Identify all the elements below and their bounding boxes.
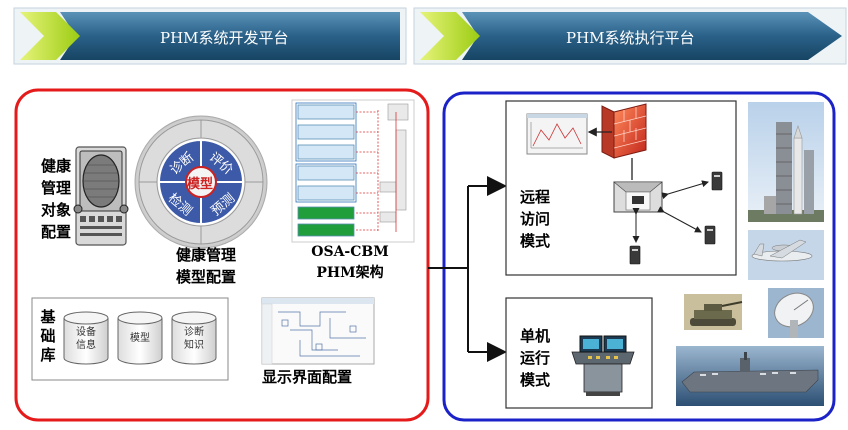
kb-item-equipment-info: 设备 信息 <box>76 327 96 351</box>
client-links <box>632 180 709 243</box>
dev-panel-frame <box>14 88 430 422</box>
aircraft-photo <box>748 230 824 280</box>
exec-panel-frame <box>442 91 836 422</box>
model-wheel <box>134 115 268 249</box>
banner-dev-bar <box>60 12 400 60</box>
health-object-config-label: 健康 管理 对象 配置 <box>40 157 72 241</box>
radar-dish-photo <box>768 288 824 338</box>
connector-arrows <box>428 176 507 362</box>
remote-screenshot <box>526 113 588 155</box>
osa-cbm-diagram <box>291 99 415 243</box>
display-config-label: 显示界面配置 <box>262 368 353 386</box>
banner-exec-bar <box>462 12 842 60</box>
rocket-tower-photo <box>748 102 824 222</box>
device-board-image <box>73 146 129 246</box>
tank-photo <box>684 294 743 330</box>
banner-exec-title: PHM系统执行平台 <box>566 29 695 47</box>
kb-item-diagnosis-knowledge: 诊断 知识 <box>184 327 204 351</box>
wheel-center-label: 模型 <box>187 177 214 192</box>
health-model-config-label: 健康管理 模型配置 <box>175 246 236 286</box>
firewall-icon <box>601 103 647 159</box>
console-station-icon <box>571 335 635 396</box>
banner-dev-title: PHM系统开发平台 <box>160 29 289 47</box>
kb-item-model: 模型 <box>130 333 150 344</box>
aircraft-carrier-photo <box>676 346 824 406</box>
knowledge-cylinders <box>63 311 217 365</box>
standalone-mode-label: 单机 运行 模式 <box>520 327 551 389</box>
knowledge-base-label: 基 础 库 <box>40 308 56 364</box>
chevron-icon <box>420 12 480 60</box>
osa-cbm-label: OSA-CBM PHM架构 <box>311 244 389 281</box>
banner-strip <box>13 7 847 65</box>
display-config-screenshot <box>261 297 375 365</box>
remote-mode-label: 远程 访问 模式 <box>520 188 551 250</box>
chevron-icon <box>20 12 80 60</box>
server-rack-icon <box>613 181 663 213</box>
